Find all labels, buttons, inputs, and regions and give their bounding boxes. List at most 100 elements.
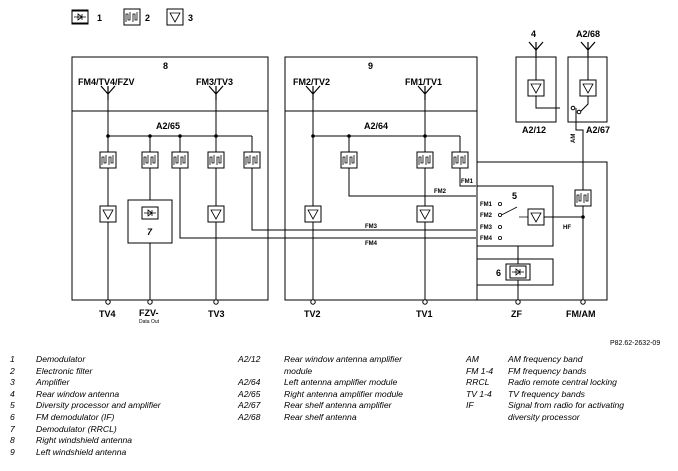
legend-key: FM 1-4 (466, 365, 494, 376)
amplifier-tv4-icon (99, 205, 117, 223)
component-6-label: 6 (496, 268, 501, 278)
legend-key: AM (466, 354, 479, 364)
key-label-1: 1 (97, 13, 102, 23)
legend-description: Left windshield antenna (36, 446, 127, 457)
filter-fm3-out-icon (243, 151, 261, 169)
legend-description: Rear window antenna amplifier (284, 354, 402, 364)
legend-key: RRCL (466, 377, 490, 388)
terminal-tv1 (422, 299, 428, 305)
fm3-line-label: FM3 (365, 224, 378, 230)
fm3-tv3-label: FM3/TV3 (196, 77, 233, 87)
right-section-outline (477, 161, 608, 301)
legend-row: A2/12 Rear window antenna amplifier (238, 354, 403, 366)
switch-fm1-label: FM1 (480, 202, 493, 208)
legend-description: Diversity processor and amplifier (36, 400, 161, 411)
demodulator-7-icon (141, 206, 159, 220)
left-windshield-box (284, 56, 478, 301)
diversity-switch (497, 201, 528, 240)
amplifier-a2-12-icon (527, 79, 545, 97)
legend-key: 6 (10, 411, 15, 422)
tv2-label: TV2 (304, 309, 321, 319)
legend-description: FM demodulator (IF) (36, 411, 115, 422)
legend-row: 1 Demodulator (10, 354, 161, 366)
key-demodulator-icon (71, 9, 89, 25)
fm4-tv4-fzv-label: FM4/TV4/FZV (78, 77, 135, 87)
filter-fzv-icon (141, 151, 159, 169)
antenna-fm1-icon (417, 85, 433, 101)
legend-key: 4 (10, 388, 15, 399)
antenna-fm4-icon (100, 85, 116, 101)
terminal-fzv (147, 299, 153, 305)
switch-fm3-label: FM3 (480, 225, 493, 231)
legend-key: A2/64 (238, 377, 261, 388)
legend-description: Demodulator (36, 354, 86, 364)
key-amplifier-icon (166, 8, 184, 26)
legend-description: Amplifier (36, 377, 70, 388)
filter-fm4-icon (99, 151, 117, 169)
filter-fm1-out-icon (451, 151, 469, 169)
rear-antenna-feeds (535, 56, 589, 80)
legend-key: TV 1-4 (466, 388, 492, 399)
hf-label: HF (563, 225, 571, 231)
filter-fm4-out-icon (171, 151, 189, 169)
terminal-tv4 (105, 299, 111, 305)
key-filter-icon (123, 8, 141, 26)
fzv-label: FZV- (139, 308, 159, 318)
legend-row: A2/64 Left antenna amplifier module (238, 377, 403, 389)
legend-key: A2/67 (238, 400, 261, 411)
legend-description: TV frequency bands (508, 388, 585, 399)
fm-am-label: FM/AM (566, 309, 596, 319)
legend-key: A2/68 (238, 411, 261, 422)
legend-description: Rear window antenna (36, 388, 120, 399)
fm3-fm4-lines (179, 168, 476, 239)
filter-am-icon (574, 189, 592, 207)
legend-key: A2/12 (238, 354, 261, 364)
antenna-fm2-icon (305, 85, 321, 101)
zf-label: ZF (511, 309, 522, 319)
filter-fm1-icon (416, 151, 434, 169)
box9-signal-lines (312, 168, 426, 300)
legend-description: Electronic filter (36, 365, 93, 376)
legend-description: diversity processor (508, 411, 580, 422)
legend-description: Demodulator (RRCL) (36, 423, 117, 434)
tv3-label: TV3 (208, 309, 225, 319)
legend-row: 7 Demodulator (RRCL) (10, 424, 161, 436)
fm1-line-label: FM1 (461, 179, 474, 185)
figure-id: P82.62-2632-09 (610, 340, 660, 347)
legend-description: Radio remote central locking (508, 377, 617, 388)
legend-row: TV 1-4 TV frequency bands (466, 389, 624, 401)
terminal-tv3 (213, 299, 219, 305)
tv4-label: TV4 (99, 309, 116, 319)
legend-row: 4 Rear window antenna (10, 389, 161, 401)
legend-description: Rear shelf antenna (284, 411, 357, 422)
antenna-fm3-icon (208, 85, 224, 101)
legend-description: AM frequency band (508, 354, 583, 364)
legend-row: A2/68 Rear shelf antenna (238, 412, 403, 424)
diversity-amplifier-icon (527, 208, 545, 226)
tv1-label: TV1 (416, 309, 433, 319)
antenna-4-label: 4 (531, 29, 536, 39)
legend-key: 1 (10, 354, 15, 364)
switch-contact-a (570, 105, 576, 111)
legend-key: 7 (10, 423, 15, 434)
switch-fm4-label: FM4 (480, 236, 493, 242)
rrcl-demodulator-box (476, 258, 554, 286)
terminal-tv2 (310, 299, 316, 305)
key-label-2: 2 (145, 13, 150, 23)
amplifier-a2-67-icon (579, 79, 597, 97)
legend-description: Rear shelf antenna amplifier (284, 400, 392, 411)
box9-label: 9 (368, 61, 373, 71)
amplifier-tv1-icon (416, 205, 434, 223)
legend-description: Left antenna amplifier module (284, 377, 398, 388)
legend-row: A2/67 Rear shelf antenna amplifier (238, 400, 403, 412)
a2-68-label: A2/68 (576, 29, 600, 39)
antenna-system-diagram: 1 2 3 8 FM4/TV4/FZV FM3/TV3 A2/65 7 9 FM… (71, 8, 660, 347)
